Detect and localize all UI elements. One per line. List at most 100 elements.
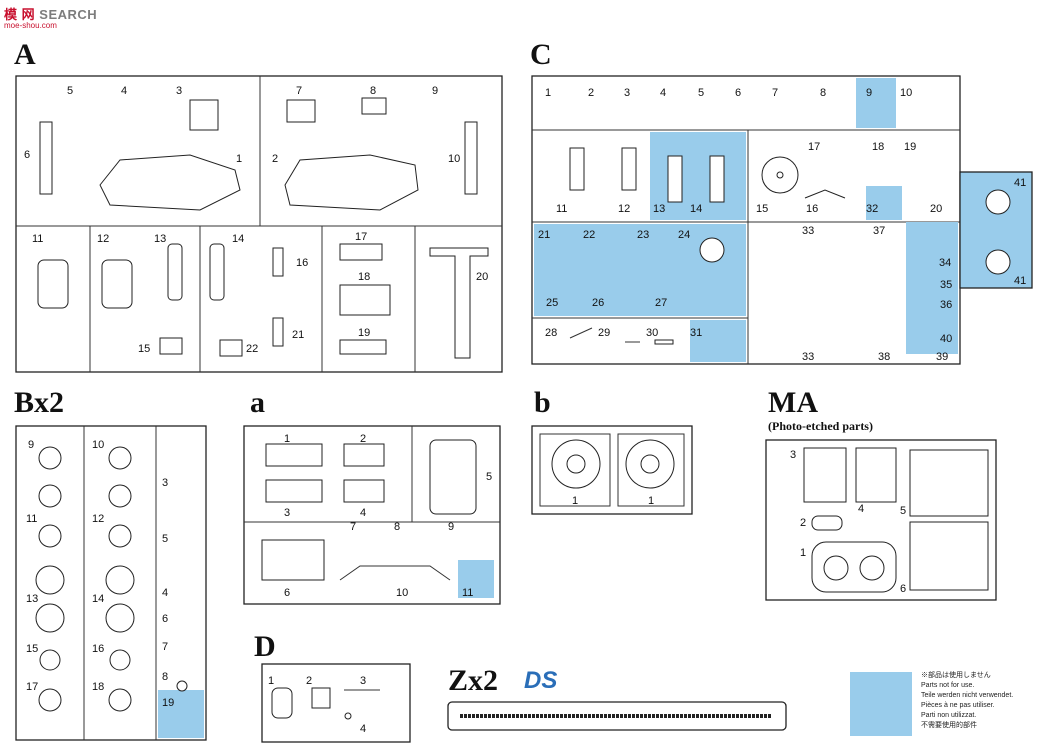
part-label: 16 [92, 643, 104, 655]
unused-parts-legend-text: ※部品は使用しません Parts not for use. Teile werd… [921, 671, 1013, 731]
sprue-b-frame [15, 425, 207, 741]
panel-a4 [343, 479, 385, 503]
part-label: 13 [26, 593, 38, 605]
part-label: 1 [545, 87, 551, 99]
arm-part [167, 243, 183, 301]
part-label: 17 [26, 681, 38, 693]
grille-ma4 [855, 447, 897, 503]
grille-part [272, 247, 284, 277]
part-label: 15 [138, 343, 150, 355]
part-label: 2 [800, 517, 806, 529]
sprue-ma-subtitle: (Photo-etched parts) [768, 419, 873, 433]
part-label: 1 [268, 675, 274, 687]
part-label: 8 [162, 671, 168, 683]
part-label: 6 [900, 583, 906, 595]
part-label: 38 [878, 351, 890, 363]
part-12 [621, 147, 637, 191]
part-label: 24 [678, 229, 690, 241]
seat-part [37, 259, 69, 309]
part-label: 7 [772, 87, 778, 99]
side-panel-left [39, 121, 53, 195]
sprue-d: D 1 2 3 4 [254, 630, 411, 743]
part-label: 41 [1014, 275, 1026, 287]
part-d4 [344, 712, 352, 720]
sprue-b-title: Bx2 [14, 386, 64, 419]
part-label: 4 [360, 507, 366, 519]
part-label: 3 [624, 87, 630, 99]
part-14 [709, 155, 725, 203]
panel-17 [339, 243, 383, 261]
part-label: 5 [698, 87, 704, 99]
part-label: 7 [296, 85, 302, 97]
plate-part [159, 337, 183, 355]
part-label: 10 [448, 153, 460, 165]
watermark: 模 网 SEARCH moe-shou.com [4, 4, 97, 30]
sprue-b-lower-title: b [534, 386, 551, 419]
box-part [286, 99, 316, 123]
ds-logo: DS [524, 667, 557, 694]
part-label: 31 [690, 327, 702, 339]
part-label: 3 [790, 449, 796, 461]
panel-a2 [343, 443, 385, 467]
part-label: 20 [930, 203, 942, 215]
part-label: 5 [486, 471, 492, 483]
road-wheels [35, 446, 188, 712]
part-label: 11 [462, 587, 473, 599]
part-label: 17 [355, 231, 367, 243]
part-label: 37 [873, 225, 885, 237]
sprue-c: C 1 2 3 4 5 6 [530, 38, 1033, 365]
unused-highlight [690, 320, 746, 362]
mount-part [361, 97, 387, 115]
sprue-a-frame [15, 75, 503, 373]
part-label: 2 [360, 433, 366, 445]
part-label: 16 [296, 257, 308, 269]
part-label: 15 [26, 643, 38, 655]
sprue-c-title: C [530, 38, 552, 71]
part-label: 6 [24, 149, 30, 161]
part-label: 14 [92, 593, 104, 605]
part-label: 2 [272, 153, 278, 165]
part-label: 10 [92, 439, 104, 451]
part-label: 14 [232, 233, 244, 245]
part-label: 40 [940, 333, 952, 345]
part-label: 36 [940, 299, 952, 311]
part-label: 9 [866, 87, 872, 99]
part-label: 4 [121, 85, 127, 97]
sprue-z-frame [447, 701, 787, 731]
watermark-prefix: 模 [4, 7, 18, 22]
part-label: 21 [292, 329, 304, 341]
part-label: 4 [858, 503, 864, 515]
part-label: 9 [28, 439, 34, 451]
sprue-a-lower-title: a [250, 386, 265, 419]
legend-line: ※部品は使用しません [921, 672, 991, 679]
grille-ma3 [803, 447, 847, 503]
sprue-z-title: Zx2 [448, 664, 498, 697]
part-label: 4 [660, 87, 666, 99]
part-label: 18 [92, 681, 104, 693]
part-label: 10 [900, 87, 912, 99]
plate-part-2 [219, 339, 243, 357]
part-ma2 [811, 515, 843, 531]
unused-highlight [158, 690, 204, 738]
part-label: 3 [360, 675, 366, 687]
sprocket-41 [985, 189, 1011, 215]
unused-parts-legend-swatch [850, 672, 912, 736]
part-label: 33 [802, 225, 814, 237]
grille-part-2 [272, 317, 284, 347]
part-label: 5 [900, 505, 906, 517]
legend-line: Parti non utilizzat. [921, 712, 977, 719]
part-label: 17 [808, 141, 820, 153]
part-label: 3 [162, 477, 168, 489]
part-label: 39 [936, 351, 948, 363]
part-label: 11 [32, 233, 43, 245]
part-label: 1 [648, 495, 654, 507]
part-label: 5 [67, 85, 73, 97]
part-label: 8 [370, 85, 376, 97]
part-label: 13 [154, 233, 166, 245]
part-label: 18 [358, 271, 370, 283]
part-label: 2 [306, 675, 312, 687]
seat-part-2 [101, 259, 133, 309]
sprue-a: A 1 2 3 4 5 6 [14, 38, 503, 373]
part-label: 6 [735, 87, 741, 99]
